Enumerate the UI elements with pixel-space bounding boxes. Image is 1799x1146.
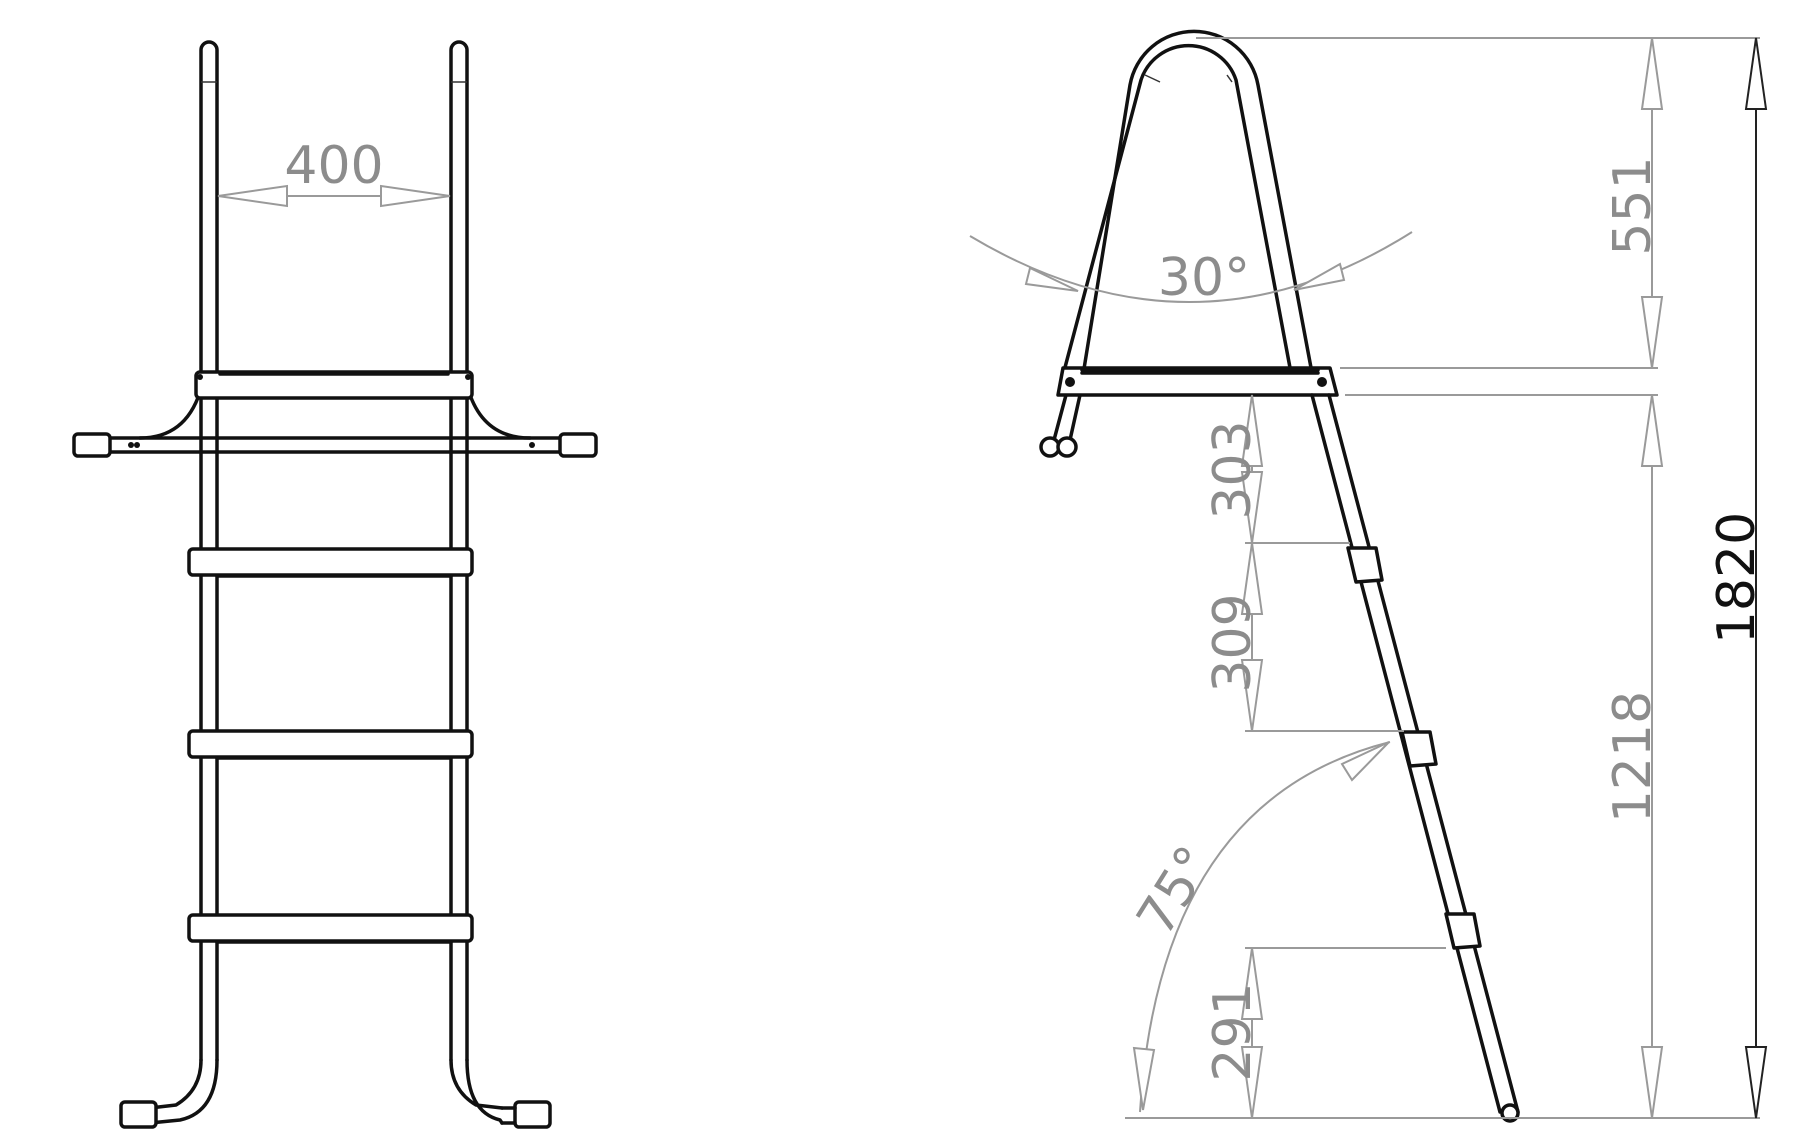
upper-rails xyxy=(199,40,469,374)
top-section-551-dimension: 551 xyxy=(1603,37,1664,369)
dim-total-height-label: 1820 xyxy=(1707,512,1767,644)
width-dimension: 400 xyxy=(217,136,451,208)
dim-top-section-label: 551 xyxy=(1603,156,1663,255)
step-291-dimension: 291 xyxy=(1203,947,1264,1119)
total-height-1820-dimension: 1820 xyxy=(1707,37,1768,1119)
step-3 xyxy=(187,729,474,760)
side-platform xyxy=(1056,366,1339,397)
angle-30-dimension: 30° xyxy=(969,231,1413,308)
stabilizer-bar xyxy=(72,390,598,458)
leg-sleeves xyxy=(1346,546,1482,950)
side-view: 30° 75° 303 xyxy=(969,29,1768,1123)
dim-step-bottom-label: 291 xyxy=(1203,982,1263,1081)
step-2 xyxy=(187,547,474,578)
top-step xyxy=(194,370,474,400)
dim-width-label: 400 xyxy=(284,136,383,196)
lower-section-1218-dimension: 1218 xyxy=(1603,394,1664,1119)
dim-step-2-label: 309 xyxy=(1203,593,1263,692)
rear-leg xyxy=(1039,393,1082,458)
dim-lower-section-label: 1218 xyxy=(1603,691,1663,823)
side-handrail xyxy=(1061,29,1314,377)
lower-rails xyxy=(199,390,469,1062)
step-303-dimension: 303 xyxy=(1203,394,1264,544)
ladder-feet xyxy=(119,1058,552,1129)
dim-angle-top-label: 30° xyxy=(1158,248,1250,308)
dim-angle-bottom-label: 75° xyxy=(1126,836,1226,946)
extension-lines xyxy=(1125,37,1760,1119)
step-309-dimension: 309 xyxy=(1203,542,1264,732)
front-view: 400 xyxy=(72,40,598,1129)
step-4 xyxy=(187,913,474,944)
dim-step-1-label: 303 xyxy=(1203,420,1263,519)
